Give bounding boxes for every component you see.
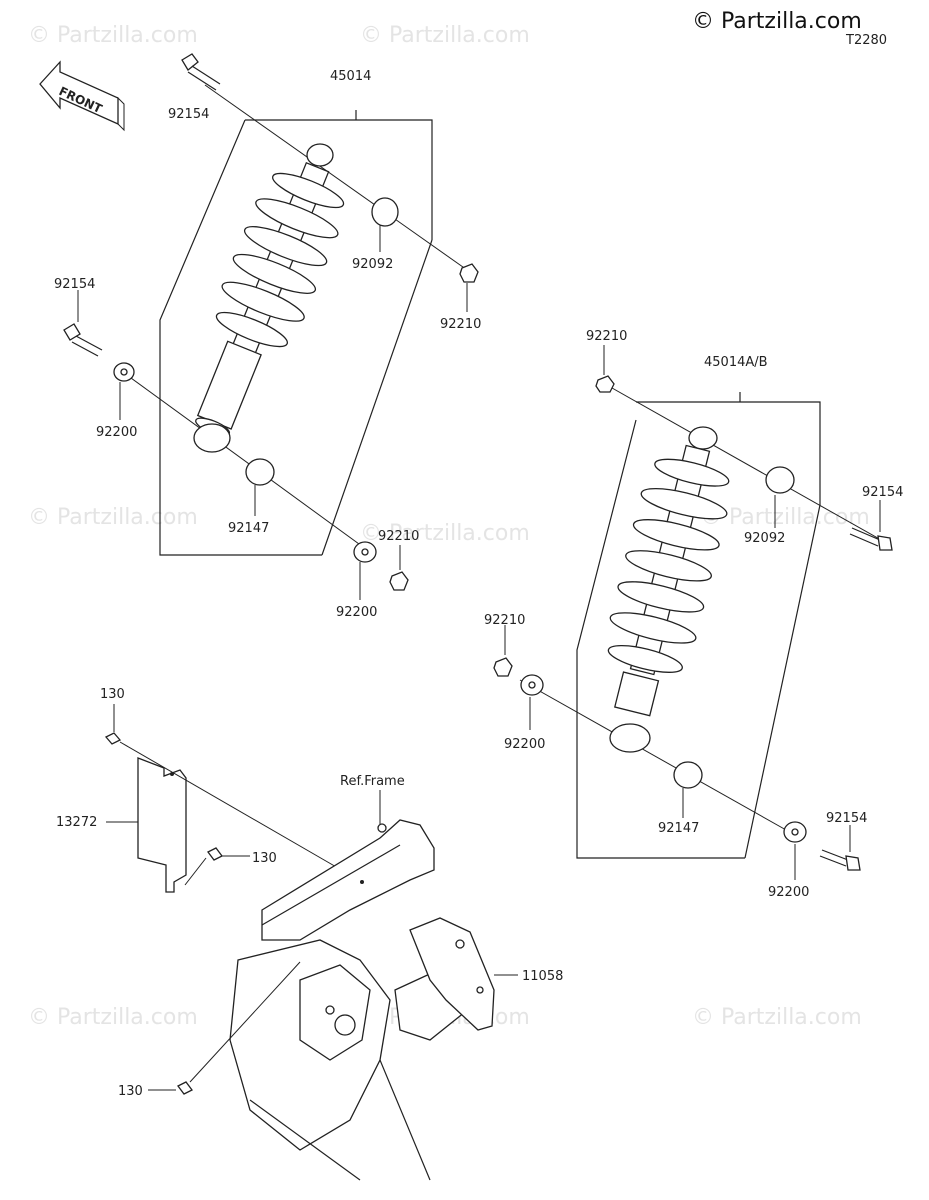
bolt-right-bottom bbox=[819, 849, 861, 871]
label-bolt-right-top: 92154 bbox=[862, 485, 903, 500]
label-bolt-right-bottom: 92154 bbox=[826, 811, 867, 826]
bolt-left bbox=[63, 323, 103, 357]
watermark: © Partzilla.com bbox=[692, 1005, 862, 1030]
bracket bbox=[409, 917, 495, 1031]
guard-plate bbox=[137, 757, 187, 893]
label-screw-top: 130 bbox=[100, 687, 125, 702]
label-nut-left-bottom: 92210 bbox=[378, 529, 419, 544]
washer-right-mid bbox=[520, 674, 544, 696]
washer-left bbox=[113, 362, 135, 382]
label-collar-left: 92092 bbox=[352, 257, 393, 272]
watermark: © Partzilla.com bbox=[28, 1005, 198, 1030]
front-arrow-icon: FRONT bbox=[39, 60, 125, 132]
label-collar-lower-left: 92147 bbox=[228, 521, 269, 536]
label-washer-right-mid: 92200 bbox=[504, 737, 545, 752]
right-shock-absorber bbox=[607, 426, 730, 753]
label-ref-frame: Ref.Frame bbox=[340, 774, 405, 789]
frame bbox=[229, 819, 481, 1181]
watermark: © Partzilla.com bbox=[700, 505, 870, 530]
label-shock-right: 45014A/B bbox=[704, 355, 768, 370]
label-nut-right-mid: 92210 bbox=[484, 613, 525, 628]
bolt-right-top bbox=[849, 527, 893, 551]
brand-logo: © Partzilla.com bbox=[692, 9, 862, 34]
label-nut-right-top: 92210 bbox=[586, 329, 627, 344]
nut-right-mid bbox=[493, 657, 513, 677]
screw-top bbox=[104, 732, 122, 745]
label-washer-left: 92200 bbox=[96, 425, 137, 440]
watermark: © Partzilla.com bbox=[28, 505, 198, 530]
watermarks: © Partzilla.com © Partzilla.com © Partzi… bbox=[28, 23, 870, 1030]
washer-left-bottom bbox=[353, 541, 377, 563]
label-washer-right-bottom: 92200 bbox=[768, 885, 809, 900]
bolt-top-left bbox=[181, 53, 221, 91]
collar-lower-right bbox=[673, 761, 703, 789]
nut-right-top bbox=[595, 375, 615, 393]
label-bracket: 11058 bbox=[522, 969, 563, 984]
label-guard: 13272 bbox=[56, 815, 97, 830]
nut-left-top bbox=[459, 263, 479, 283]
label-shock-left: 45014 bbox=[330, 69, 371, 84]
label-washer-left-bottom: 92200 bbox=[336, 605, 377, 620]
label-nut-left-top: 92210 bbox=[440, 317, 481, 332]
diagram-code: T2280 bbox=[845, 33, 887, 48]
left-shock-bracket bbox=[159, 110, 433, 556]
label-screw-bottom: 130 bbox=[118, 1084, 143, 1099]
collar-lower-left bbox=[245, 458, 275, 486]
collar-right bbox=[765, 466, 795, 494]
right-shock-bracket bbox=[576, 392, 821, 859]
screw-bottom bbox=[177, 1081, 193, 1095]
label-bolt-top-left: 92154 bbox=[168, 107, 209, 122]
nut-left-bottom bbox=[389, 571, 409, 591]
collar-left bbox=[371, 197, 399, 227]
left-shock-absorber bbox=[193, 143, 345, 453]
label-bolt-left: 92154 bbox=[54, 277, 95, 292]
watermark: © Partzilla.com bbox=[360, 521, 530, 546]
label-collar-lower-right: 92147 bbox=[658, 821, 699, 836]
label-collar-right: 92092 bbox=[744, 531, 785, 546]
watermark: © Partzilla.com bbox=[28, 23, 198, 48]
label-screw-mid: 130 bbox=[252, 851, 277, 866]
washer-right-bottom bbox=[783, 821, 807, 843]
watermark: © Partzilla.com bbox=[360, 23, 530, 48]
screw-mid bbox=[207, 847, 223, 861]
